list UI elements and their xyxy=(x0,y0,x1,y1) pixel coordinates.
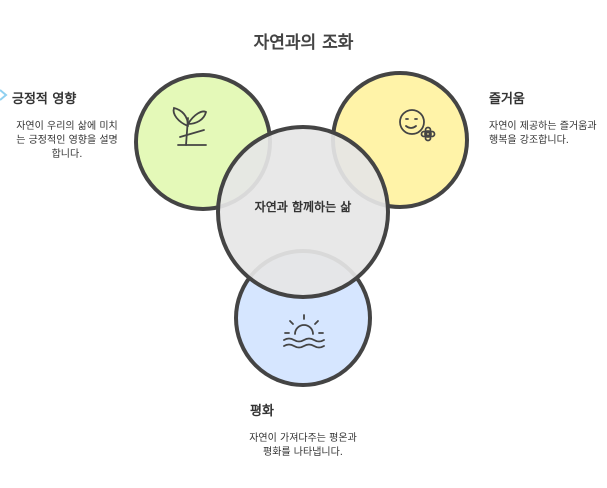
smiley-flower-icon xyxy=(399,109,436,142)
description-joy: 자연이 제공하는 즐거움과 행복을 강조합니다. xyxy=(489,121,597,146)
description-peace: 자연이 가져다주는 평온과 평화를 나타냅니다. xyxy=(249,433,357,458)
circle-center xyxy=(216,125,390,299)
side-marker xyxy=(0,89,8,101)
heading-positive-impact: 긍정적 영향 xyxy=(12,92,77,107)
center-label: 자연과 함께하는 삶 xyxy=(254,200,352,214)
heading-peace: 평화 xyxy=(250,404,274,419)
description-positive-impact: 자연이 우리의 삶에 미치는 긍정적인 영향을 설명합니다. xyxy=(16,121,118,160)
plant-icon xyxy=(172,106,208,146)
page-title: 자연과의 조화 xyxy=(253,33,354,53)
sunset-water-icon xyxy=(283,314,325,349)
heading-joy: 즐거움 xyxy=(489,92,525,107)
